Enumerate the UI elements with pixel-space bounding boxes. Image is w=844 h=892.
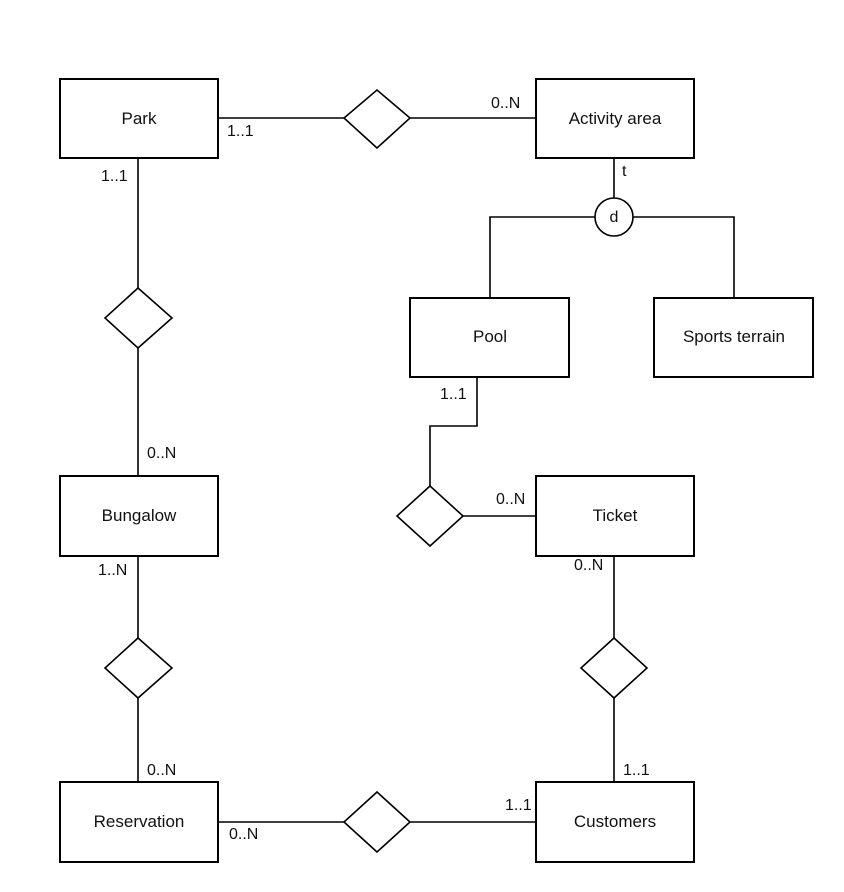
- pool-box: [409, 297, 570, 378]
- relationships: [103, 88, 649, 854]
- park-activity-relation: [342, 88, 412, 150]
- entity-customers: Customers: [535, 781, 695, 863]
- entity-reservation: Reservation: [59, 781, 219, 863]
- card-bungalow-reservation-reservation: 0..N: [147, 762, 176, 779]
- spec-pool-line: [489, 216, 596, 298]
- pool-label: Pool: [473, 327, 507, 346]
- ticket-label: Ticket: [593, 506, 638, 525]
- card-ticket-customers-customers: 1..1: [623, 762, 650, 779]
- cardinality-labels: 1..1 0..N 1..1 0..N 1..N 0..N 1..1 0..N …: [98, 95, 650, 843]
- connectors: [137, 117, 735, 823]
- ticket-box: [535, 475, 695, 557]
- bungalow-label: Bungalow: [102, 506, 177, 525]
- card-reservation-customers-reservation: 0..N: [229, 826, 258, 843]
- pool-ticket-relation: [395, 484, 465, 548]
- activity-area-box: [535, 78, 695, 159]
- card-pool-ticket-pool: 1..1: [440, 386, 467, 403]
- pool-ticket-line: [429, 377, 536, 517]
- park-bungalow-relation: [103, 286, 174, 350]
- card-reservation-customers-customers: 1..1: [505, 797, 532, 814]
- card-park-activity-activity: 0..N: [491, 95, 520, 112]
- entity-ticket: Ticket: [535, 475, 695, 557]
- bungalow-box: [59, 475, 219, 557]
- ticket-customers-relation: [579, 636, 649, 700]
- disjoint-circle: [594, 197, 634, 237]
- spec-sports-line: [632, 216, 735, 298]
- entity-pool: Pool: [409, 297, 570, 378]
- customers-box: [535, 781, 695, 863]
- disjoint-marker: d: [610, 209, 619, 226]
- activity-area-label: Activity area: [569, 109, 662, 128]
- card-ticket-customers-ticket: 0..N: [574, 557, 603, 574]
- card-pool-ticket-ticket: 0..N: [496, 491, 525, 508]
- card-park-activity-park: 1..1: [227, 123, 254, 140]
- card-park-bungalow-bungalow: 0..N: [147, 445, 176, 462]
- park-label: Park: [122, 109, 157, 128]
- entity-park: Park: [59, 78, 219, 159]
- entity-activity-area: Activity area: [535, 78, 695, 159]
- sports-terrain-label: Sports terrain: [683, 327, 785, 346]
- bungalow-reservation-relation: [103, 636, 174, 700]
- specialization: d t: [594, 163, 634, 237]
- customers-label: Customers: [574, 812, 656, 831]
- reservation-box: [59, 781, 219, 863]
- reservation-customers-relation: [342, 790, 412, 854]
- total-marker: t: [622, 163, 627, 180]
- sports-terrain-box: [653, 297, 814, 378]
- card-bungalow-reservation-bungalow: 1..N: [98, 562, 127, 579]
- entity-sports-terrain: Sports terrain: [653, 297, 814, 378]
- park-box: [59, 78, 219, 159]
- reservation-label: Reservation: [94, 812, 185, 831]
- card-park-bungalow-park: 1..1: [101, 168, 128, 185]
- entity-bungalow: Bungalow: [59, 475, 219, 557]
